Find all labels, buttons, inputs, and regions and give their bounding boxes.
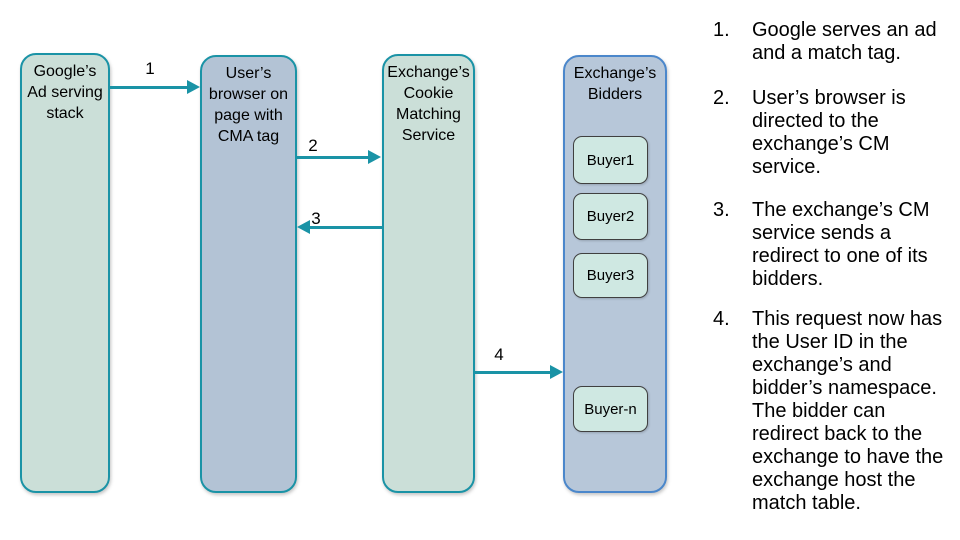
- step-1: 1. Google serves an ad and a match tag.: [713, 19, 957, 65]
- buyer3-label: Buyer3: [586, 267, 635, 284]
- arrow-right-icon: [368, 150, 381, 164]
- arrow-4-label: 4: [494, 345, 504, 364]
- step-3-text: The exchange’s CM service sends a redire…: [752, 199, 930, 290]
- arrow-3-label: 3: [311, 209, 321, 228]
- arrow-right-icon: [187, 80, 200, 94]
- arrow-2-browser-to-cm-service: [297, 150, 381, 164]
- arrow-left-icon: [297, 220, 310, 234]
- step-2-text: User’s browser is directed to the exchan…: [752, 87, 906, 178]
- arrow-1-google-to-browser: [110, 80, 200, 94]
- node-google-label: Google’s Ad serving stack: [27, 63, 103, 122]
- buyer2-box: Buyer2: [573, 193, 648, 240]
- buyer2-label: Buyer2: [586, 208, 635, 225]
- arrow-4-shaft: [473, 370, 553, 374]
- step-3: 3. The exchange’s CM service sends a red…: [713, 199, 957, 291]
- arrow-1-label: 1: [145, 59, 155, 78]
- arrow-1-shaft: [110, 85, 190, 89]
- node-exchange-bidders: Exchange’s Bidders Buyer1 Buyer2 Buyer3 …: [563, 55, 667, 493]
- arrow-3-shaft: [307, 225, 382, 229]
- buyer3-box: Buyer3: [573, 253, 648, 298]
- node-user-browser: User’s browser on page with CMA tag: [200, 55, 297, 493]
- node-bidders-label: Exchange’s Bidders: [573, 65, 657, 103]
- step-1-number: 1.: [713, 19, 730, 41]
- buyer-n-box: Buyer-n: [573, 386, 648, 432]
- node-browser-label: User’s browser on page with CMA tag: [208, 65, 289, 145]
- step-4-number: 4.: [713, 308, 730, 330]
- step-2-number: 2.: [713, 87, 730, 109]
- node-cookie-matching-service: Exchange’s Cookie Matching Service: [382, 54, 475, 493]
- node-cm-service-label: Exchange’s Cookie Matching Service: [387, 64, 470, 144]
- arrow-3-cm-service-to-browser: [297, 220, 382, 234]
- step-1-text: Google serves an ad and a match tag.: [752, 19, 937, 64]
- arrow-right-icon: [550, 365, 563, 379]
- node-google-ad-serving-stack: Google’s Ad serving stack: [20, 53, 110, 493]
- arrow-4-cm-service-to-bidders: [473, 365, 563, 379]
- buyer1-box: Buyer1: [573, 136, 648, 184]
- buyer-n-label: Buyer-n: [584, 400, 637, 418]
- buyer1-label: Buyer1: [586, 151, 635, 169]
- step-4-text: This request now has the User ID in the …: [752, 308, 944, 514]
- arrow-2-shaft: [297, 155, 371, 159]
- step-3-number: 3.: [713, 199, 730, 221]
- arrow-2-label: 2: [308, 136, 318, 155]
- step-2: 2. User’s browser is directed to the exc…: [713, 87, 957, 179]
- step-4: 4. This request now has the User ID in t…: [713, 308, 957, 515]
